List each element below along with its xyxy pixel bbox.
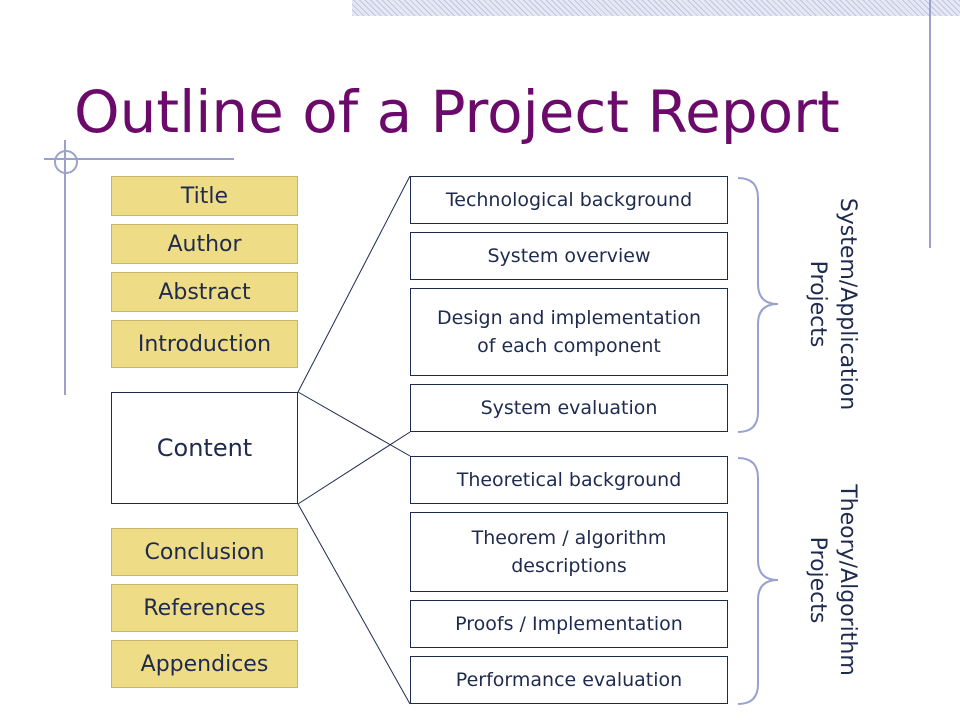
theoretical-background-label: Theoretical background [456,468,682,491]
theory-projects-label: Theory/Algorithm Projects [802,484,862,676]
section-abstract: Abstract [111,272,298,312]
section-introduction: Introduction [111,320,298,368]
proofs-implementation-label: Proofs / Implementation [455,612,683,635]
section-title: Title [111,176,298,216]
connector-content-to-theoretical-background [297,391,411,457]
system-projects-label: System/Application Projects [802,198,862,410]
theorem-algorithm-line-2: descriptions [511,555,627,577]
theorem-algorithm-line-1: Theorem / algorithm [471,526,667,549]
design-implementation-line-1: Design and implementation [437,306,701,329]
system-evaluation-label: System evaluation [480,396,658,419]
technological-background-box: Technological background [410,176,728,224]
connector-content-to-technological-background [297,175,411,393]
crosshair-circle-decoration [54,150,78,174]
theorem-algorithm-box: Theorem / algorithm descriptions [410,512,728,592]
system-overview-label: System overview [487,244,651,267]
technological-background-label: Technological background [445,188,693,211]
section-appendices: Appendices [111,640,298,688]
performance-evaluation-box: Performance evaluation [410,656,728,704]
section-conclusion: Conclusion [111,528,298,576]
section-references: References [111,584,298,632]
system-projects-label-line-2: Projects [805,260,830,348]
design-implementation-label: Design and implementation of each compon… [437,304,701,361]
slide-title: Outline of a Project Report [74,78,840,146]
theory-projects-label-line-2: Projects [805,536,830,624]
system-projects-label-line-1: System/Application [835,197,860,411]
connector-content-to-performance-evaluation [297,503,411,705]
left-vertical-rule [64,140,66,395]
right-vertical-rule [929,0,931,248]
design-implementation-box: Design and implementation of each compon… [410,288,728,376]
design-implementation-line-2: of each component [477,335,661,357]
theoretical-background-box: Theoretical background [410,456,728,504]
performance-evaluation-label: Performance evaluation [455,668,683,691]
system-overview-box: System overview [410,232,728,280]
system-projects-brace [737,177,779,433]
section-content: Content [111,392,298,504]
theorem-algorithm-label: Theorem / algorithm descriptions [472,524,667,581]
connector-content-to-system-evaluation [297,431,411,505]
hatched-banner-decoration [352,0,960,16]
title-underline-rule [44,158,234,160]
proofs-implementation-box: Proofs / Implementation [410,600,728,648]
theory-projects-label-line-1: Theory/Algorithm [835,484,860,676]
system-evaluation-box: System evaluation [410,384,728,432]
theory-projects-brace [737,457,779,705]
section-author: Author [111,224,298,264]
